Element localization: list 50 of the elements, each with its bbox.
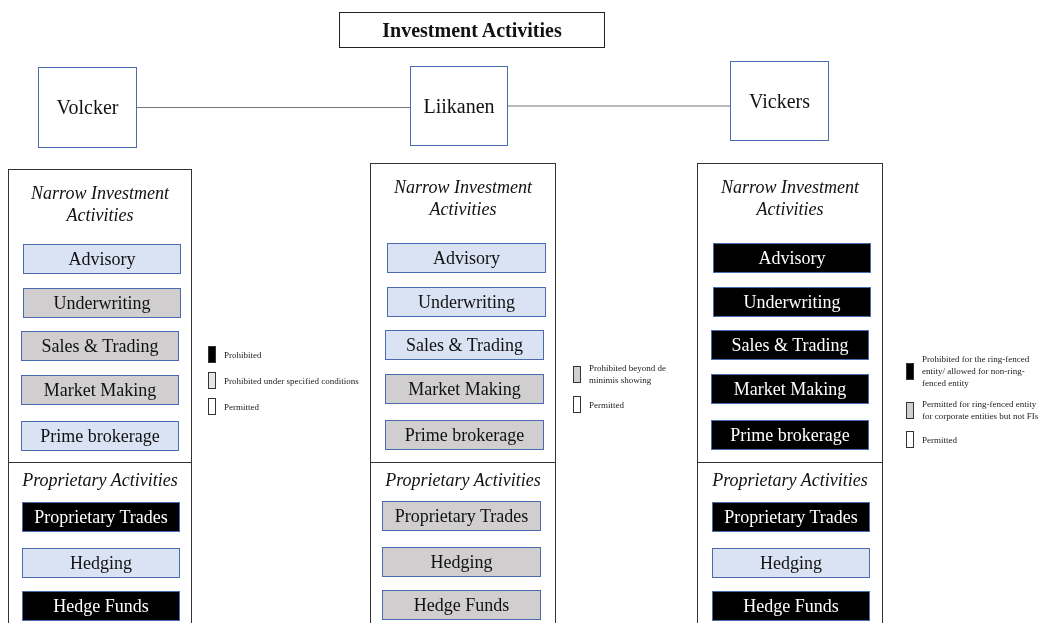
activity-box: Advisory [713,243,871,273]
activity-box: Proprietary Trades [382,501,541,531]
activity-box: Advisory [23,244,181,274]
activity-box: Underwriting [23,288,181,318]
activity-box: Prime brokerage [21,421,179,451]
section-panel [8,462,192,623]
legend-label: Prohibited beyond de minimis showing [589,362,667,386]
section-heading: Proprietary Activities [21,469,179,491]
section-panel [370,462,556,623]
legend-label: Prohibited for the ring-fenced entity/ allowed for non-ring-fenced entity [922,353,1031,389]
legend-label: Permitted [589,398,624,411]
section-heading: Narrow Investment Activities [393,176,534,220]
activity-box: Hedge Funds [22,591,180,621]
activity-box: Sales & Trading [711,330,869,360]
activity-box: Market Making [711,374,869,404]
activity-box: Hedging [712,548,870,578]
activity-box: Underwriting [713,287,871,317]
activity-box: Proprietary Trades [22,502,180,532]
connector-line [507,105,731,107]
legend-label: Permitted [922,433,957,446]
section-heading: Narrow Investment Activities [720,176,861,220]
section-heading: Narrow Investment Activities [30,182,171,226]
activity-box: Hedging [382,547,541,577]
section-heading: Proprietary Activities [384,469,542,491]
framework-box: Liikanen [410,66,508,146]
activity-box: Market Making [21,375,179,405]
title: Investment Activities [339,12,605,48]
activity-box: Proprietary Trades [712,502,870,532]
legend-label: Permitted for ring-fenced entity for corporate entities but not FIs [922,398,1040,422]
activity-box: Advisory [387,243,546,273]
activity-box: Hedge Funds [712,591,870,621]
legend-label: Prohibited under specified conditions [224,374,359,387]
activity-box: Sales & Trading [385,330,544,360]
activity-box: Underwriting [387,287,546,317]
framework-box: Vickers [730,61,829,141]
activity-box: Market Making [385,374,544,404]
legend-label: Permitted [224,400,259,413]
connector-line [136,106,411,109]
section-panel [8,169,192,463]
section-panel [370,163,556,463]
framework-box: Volcker [38,67,137,148]
activity-box: Prime brokerage [385,420,544,450]
section-panel [697,462,883,623]
activity-box: Sales & Trading [21,331,179,361]
activity-box: Prime brokerage [711,420,869,450]
legend-label: Prohibited [224,348,262,361]
section-heading: Proprietary Activities [711,469,869,491]
activity-box: Hedge Funds [382,590,541,620]
section-panel [697,163,883,463]
activity-box: Hedging [22,548,180,578]
